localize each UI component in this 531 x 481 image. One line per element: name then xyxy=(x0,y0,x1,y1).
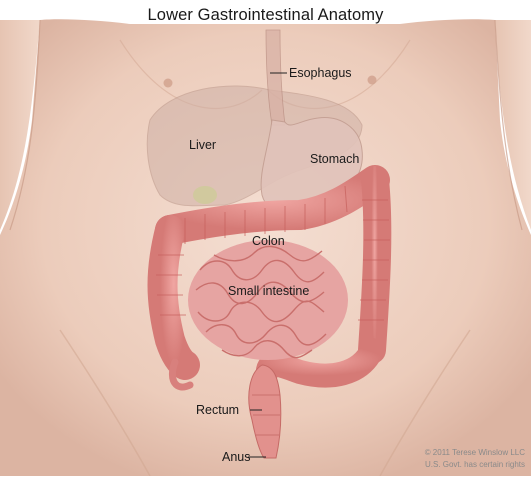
label-anus: Anus xyxy=(222,450,251,464)
label-stomach: Stomach xyxy=(310,152,359,166)
copyright-line-1: © 2011 Terese Winslow LLC xyxy=(425,448,525,457)
label-colon: Colon xyxy=(252,234,285,248)
diagram-title: Lower Gastrointestinal Anatomy xyxy=(0,6,531,25)
label-rectum: Rectum xyxy=(196,403,239,417)
label-small-intestine: Small intestine xyxy=(228,284,309,298)
copyright-line-2: U.S. Govt. has certain rights xyxy=(425,460,525,469)
label-esophagus: Esophagus xyxy=(289,66,352,80)
small-intestine-shape xyxy=(188,240,348,360)
label-liver: Liver xyxy=(189,138,216,152)
